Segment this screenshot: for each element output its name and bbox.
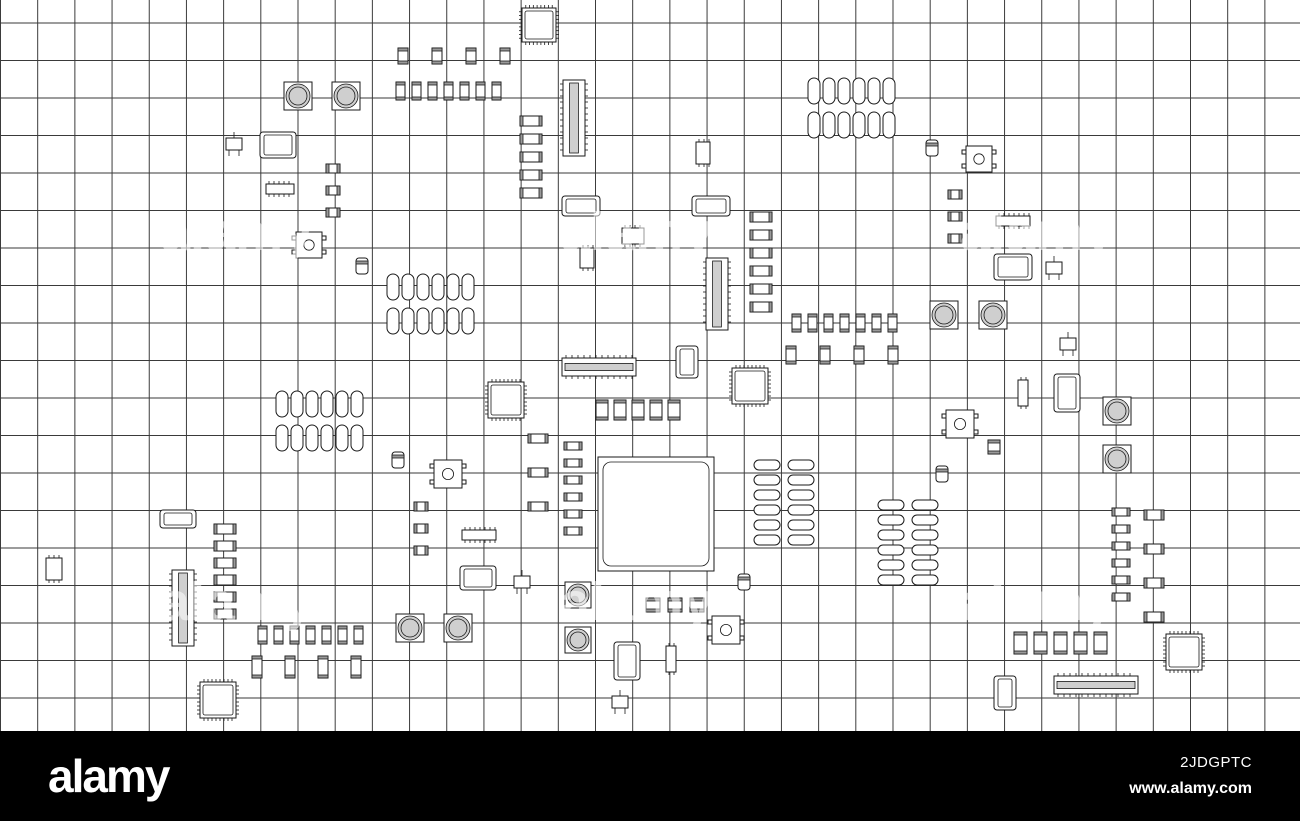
smd-ic bbox=[265, 181, 295, 197]
smd-ic bbox=[695, 139, 711, 167]
oval-pad-array bbox=[386, 273, 475, 335]
electrolytic-capacitor bbox=[978, 300, 1008, 330]
alamy-logo: alamy bbox=[48, 750, 170, 802]
components-layer: alamy alamy alamy alamy alamy alamy bbox=[45, 5, 1205, 721]
image-id-label: 2JDGPTC bbox=[1180, 754, 1252, 771]
central-qfp-chip bbox=[597, 456, 715, 572]
crystal bbox=[459, 565, 497, 591]
smd-diode bbox=[355, 257, 369, 275]
sot23-transistor bbox=[225, 132, 243, 156]
tactile-switch bbox=[291, 231, 327, 259]
crystal bbox=[159, 509, 197, 529]
dip-chip bbox=[561, 355, 637, 379]
electrolytic-capacitor bbox=[564, 626, 592, 654]
tqfp-chip bbox=[197, 679, 239, 721]
electrolytic-capacitor bbox=[1102, 396, 1132, 426]
crystal bbox=[675, 345, 699, 379]
site-url-label: www.alamy.com bbox=[1129, 780, 1252, 797]
electrolytic-capacitor bbox=[1102, 444, 1132, 474]
watermark-text: alamy bbox=[960, 572, 1113, 632]
smd-ic bbox=[461, 527, 497, 543]
smd-ic bbox=[621, 225, 645, 247]
dip-chip bbox=[703, 257, 731, 331]
smd-ic bbox=[1017, 377, 1029, 409]
smd-ic bbox=[995, 213, 1031, 229]
electrolytic-capacitor bbox=[929, 300, 959, 330]
crystal bbox=[561, 195, 601, 217]
sot23-transistor bbox=[513, 570, 531, 594]
tactile-switch bbox=[941, 409, 979, 439]
tactile-switch bbox=[429, 459, 467, 489]
oval-pad-array bbox=[807, 77, 896, 139]
sot23-transistor bbox=[1045, 256, 1063, 280]
crystal bbox=[1053, 373, 1081, 413]
smd-ic bbox=[665, 643, 677, 675]
watermark-text: alamy bbox=[560, 572, 713, 632]
watermark-text: alamy bbox=[960, 202, 1113, 262]
tqfp-chip bbox=[729, 365, 771, 407]
smd-resistor-array bbox=[213, 47, 1165, 679]
tqfp-chip bbox=[1163, 631, 1205, 673]
electrolytic-capacitor bbox=[331, 81, 361, 111]
tqfp-chip bbox=[485, 379, 527, 421]
stock-footer-bar: alamy 2JDGPTC www.alamy.com bbox=[0, 731, 1300, 821]
oval-pad-array bbox=[275, 390, 364, 452]
oval-pad-array bbox=[877, 499, 939, 586]
electrolytic-capacitor bbox=[443, 613, 473, 643]
circuit-grid-illustration: alamy alamy alamy alamy alamy alamy bbox=[0, 0, 1300, 731]
watermark-text: alamy bbox=[160, 202, 313, 262]
crystal bbox=[259, 131, 297, 159]
dip-chip bbox=[560, 79, 588, 157]
dip-chip bbox=[1053, 673, 1139, 697]
sot23-transistor bbox=[1059, 332, 1077, 356]
tqfp-chip bbox=[519, 5, 559, 45]
image-identification: 2JDGPTC www.alamy.com bbox=[1129, 753, 1252, 799]
tactile-switch bbox=[707, 615, 745, 645]
oval-pad-array bbox=[753, 459, 815, 546]
smd-diode bbox=[925, 139, 939, 157]
smd-diode bbox=[391, 451, 405, 469]
watermark-text: alamy bbox=[560, 202, 713, 262]
tactile-switch bbox=[961, 145, 997, 173]
smd-ic bbox=[579, 245, 595, 271]
sot23-transistor bbox=[611, 690, 629, 714]
watermark-text: alamy bbox=[160, 572, 313, 632]
dip-chip bbox=[169, 569, 197, 647]
electrolytic-capacitor bbox=[395, 613, 425, 643]
smd-ic bbox=[45, 555, 63, 583]
smd-diode bbox=[737, 573, 751, 591]
smd-diode bbox=[935, 465, 949, 483]
electrolytic-capacitor bbox=[564, 581, 592, 609]
crystal bbox=[613, 641, 641, 681]
crystal bbox=[691, 195, 731, 217]
crystal bbox=[993, 253, 1033, 281]
electrolytic-capacitor bbox=[283, 81, 313, 111]
crystal bbox=[993, 675, 1017, 711]
